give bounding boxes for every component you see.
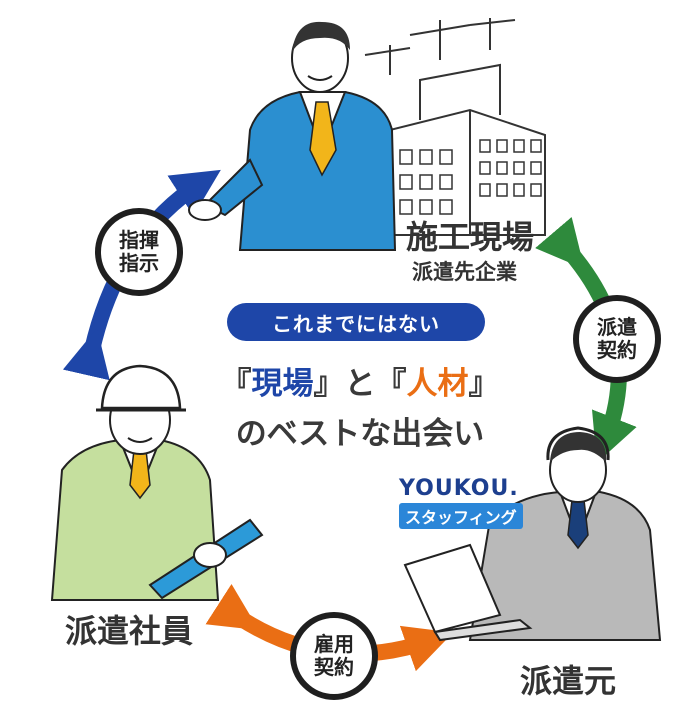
command-badge-line2: 指示 [119,251,159,275]
headline-open-bracket: 『 [220,366,252,402]
logo-wordmark: YOUKOU. [399,476,519,501]
headline-mid: 』と『 [313,366,407,402]
command-badge: 指揮 指示 [95,208,183,296]
employment-contract-line1: 雇用 [314,632,354,656]
site-subtitle: 派遣先企業 [412,260,517,284]
dispatch-contract-badge: 派遣 契約 [573,295,661,383]
businessman-illustration [188,21,397,251]
headline-line2: のベストな出会い [235,416,485,452]
employment-contract-line2: 契約 [314,655,354,679]
building-illustration [364,18,546,236]
dispatch-contract-line1: 派遣 [597,315,637,339]
headline-line1: 『現場』と『人材』 [150,358,570,403]
command-badge-line1: 指揮 [119,228,159,252]
site-title: 施工現場 [406,218,535,256]
dispatch-contract-line2: 契約 [597,338,637,362]
headline-word-site: 現場 [251,366,314,402]
employee-title: 派遣社員 [65,612,194,650]
company-logo: YOUKOU. スタッフィング [399,478,549,529]
operator-illustration [403,426,662,642]
worker-illustration [50,364,264,601]
employment-contract-badge: 雇用 契約 [290,612,378,700]
headline-word-talent: 人材 [406,366,469,402]
headline-close-bracket: 』 [468,366,500,402]
origin-title: 派遣元 [520,662,617,700]
tagline-pill: これまでにはない [227,303,485,341]
logo-subtext: スタッフィング [399,503,523,529]
